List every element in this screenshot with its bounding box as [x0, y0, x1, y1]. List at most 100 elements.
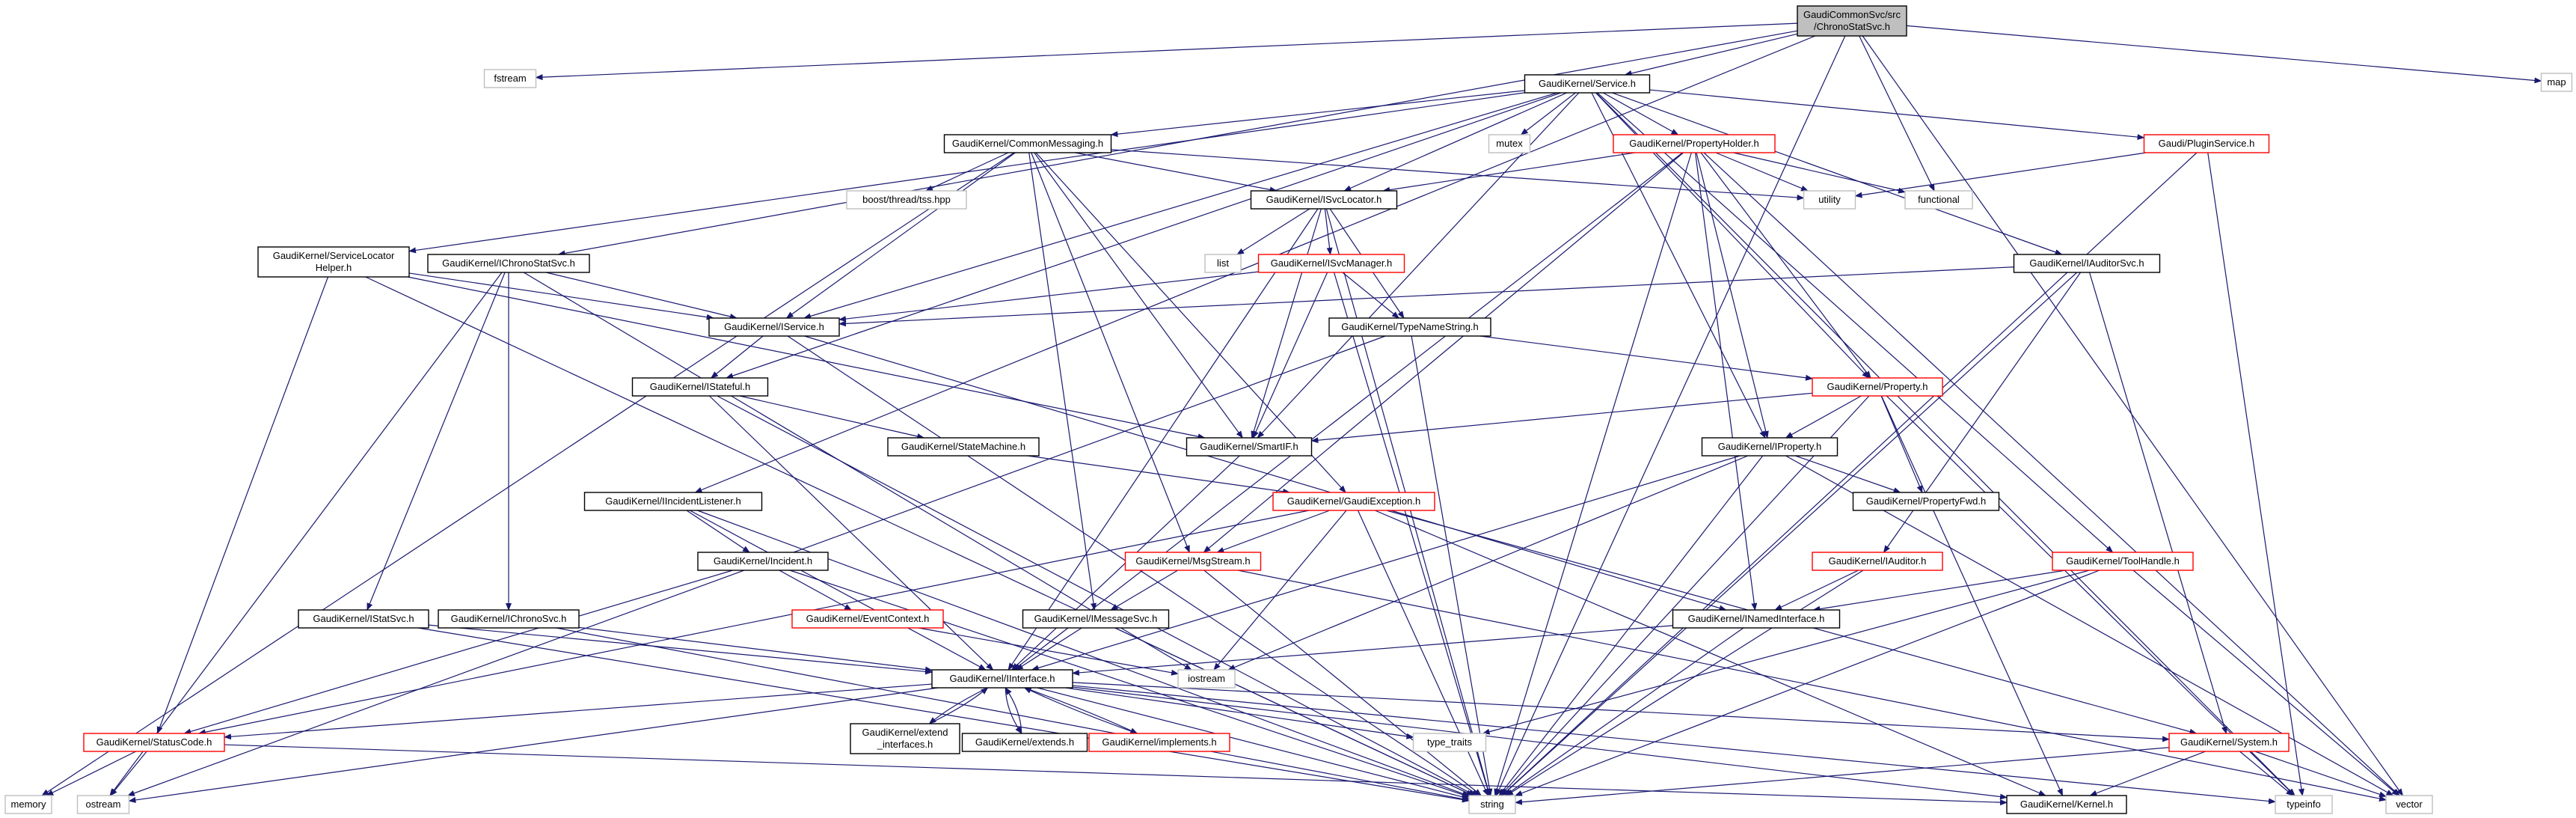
- node-msgstream[interactable]: GaudiKernel/MsgStream.h: [1124, 552, 1262, 571]
- node-statemachine[interactable]: GaudiKernel/StateMachine.h: [887, 437, 1040, 457]
- edge-istatsvc-to-iinterface: [428, 624, 933, 675]
- node-imessagesvc[interactable]: GaudiKernel/IMessageSvc.h: [1022, 609, 1170, 629]
- node-label: map: [2547, 76, 2566, 88]
- edge-isvcmanager-to-iservice: [838, 271, 1259, 323]
- node-iproperty[interactable]: GaudiKernel/IProperty.h: [1701, 437, 1839, 457]
- edge-extends-to-iinterface: [1005, 687, 1022, 734]
- node-box: [76, 795, 130, 814]
- node-box: [298, 609, 429, 629]
- node-smartif[interactable]: GaudiKernel/SmartIF.h: [1186, 437, 1313, 457]
- edge-iproperty-to-iostream: [1227, 455, 1749, 671]
- node-box: [931, 669, 1073, 689]
- node-label: GaudiKernel/EventContext.h: [806, 613, 930, 624]
- node-ichronosvc[interactable]: GaudiKernel/IChronoSvc.h: [438, 609, 580, 629]
- edge-line: [1498, 455, 1764, 796]
- node-implements[interactable]: GaudiKernel/implements.h: [1088, 733, 1230, 752]
- node-propertyfwd[interactable]: GaudiKernel/PropertyFwd.h: [1852, 492, 2000, 511]
- edge-commonmsg-to-boosttss: [925, 152, 1009, 192]
- node-box: [2168, 733, 2290, 752]
- node-box: [2275, 795, 2333, 814]
- node-label: GaudiKernel/Property.h: [1827, 381, 1928, 392]
- node-box: [1812, 552, 1943, 571]
- node-extends[interactable]: GaudiKernel/extends.h: [961, 733, 1088, 752]
- edge-iinterface-to-implements: [1024, 687, 1138, 734]
- node-box: [1022, 609, 1170, 629]
- node-typenamestring[interactable]: GaudiKernel/TypeNameString.h: [1328, 317, 1491, 337]
- node-box: [850, 723, 960, 754]
- node-isvcmanager[interactable]: GaudiKernel/ISvcManager.h: [1257, 254, 1405, 273]
- node-eventcontext[interactable]: GaudiKernel/EventContext.h: [791, 609, 944, 629]
- node-propholder[interactable]: GaudiKernel/PropertyHolder.h: [1613, 134, 1776, 153]
- node-label: GaudiKernel/IProperty.h: [1718, 441, 1822, 452]
- node-label: GaudiKernel/IInterface.h: [950, 673, 1055, 684]
- node-property[interactable]: GaudiKernel/Property.h: [1812, 377, 1943, 397]
- node-string: string: [1468, 795, 1516, 814]
- edge-line: [523, 272, 1192, 671]
- edge-root-to-iincidentlistener: [694, 35, 1816, 493]
- edge-line: [694, 35, 1816, 493]
- edge-statemachine-to-gaudiexception: [1027, 455, 1291, 495]
- node-label: GaudiKernel/INamedInterface.h: [1688, 613, 1825, 624]
- node-commonmsg[interactable]: GaudiKernel/CommonMessaging.h: [943, 134, 1112, 153]
- edge-line: [1886, 395, 2296, 796]
- edge-line: [1504, 627, 1744, 796]
- node-mutex: mutex: [1488, 134, 1531, 153]
- node-box: [427, 254, 590, 273]
- edge-line: [1237, 570, 2387, 802]
- node-toolhandle[interactable]: GaudiKernel/ToolHandle.h: [2052, 552, 2194, 571]
- edge-layer: [41, 22, 2542, 806]
- node-statuscode[interactable]: GaudiKernel/StatusCode.h: [83, 733, 225, 752]
- edge-iinterface-to-statuscode: [224, 683, 933, 740]
- node-root[interactable]: GaudiCommonSvc/src/ChronoStatSvc.h: [1797, 5, 1907, 37]
- node-box: [631, 377, 769, 397]
- node-iincidentlistener[interactable]: GaudiKernel/IIncidentListener.h: [583, 492, 763, 511]
- edge-line: [2239, 751, 2294, 796]
- node-fstream: fstream: [483, 69, 537, 88]
- node-label: GaudiKernel/CommonMessaging.h: [952, 138, 1103, 149]
- node-incident[interactable]: GaudiKernel/Incident.h: [697, 552, 829, 571]
- edge-line: [407, 276, 1206, 440]
- edge-line: [41, 152, 1015, 796]
- edge-line: [183, 570, 733, 735]
- node-box: [887, 437, 1040, 457]
- node-kernel[interactable]: GaudiKernel/Kernel.h: [2006, 795, 2127, 814]
- node-iservice[interactable]: GaudiKernel/IService.h: [708, 317, 840, 337]
- node-functional: functional: [1904, 190, 1973, 210]
- node-label: vector: [2396, 799, 2423, 810]
- edge-root-to-service: [1624, 33, 1798, 76]
- node-gaudiexception[interactable]: GaudiKernel/GaudiException.h: [1272, 492, 1435, 511]
- node-system[interactable]: GaudiKernel/System.h: [2168, 733, 2290, 752]
- node-layer: GaudiCommonSvc/src/ChronoStatSvc.h fstrea…: [4, 5, 2573, 814]
- node-ichronostatsvc[interactable]: GaudiKernel/IChronoStatSvc.h: [427, 254, 590, 273]
- edge-line: [1072, 682, 2170, 742]
- node-service[interactable]: GaudiKernel/Service.h: [1524, 74, 1651, 94]
- edge-line: [717, 395, 1476, 796]
- node-iinterface[interactable]: GaudiKernel/IInterface.h: [931, 669, 1073, 689]
- edge-line: [1501, 152, 2198, 796]
- edge-line: [711, 335, 764, 379]
- edge-line: [367, 272, 506, 611]
- edge-line: [739, 395, 925, 439]
- node-label: GaudiKernel/implements.h: [1102, 736, 1216, 748]
- edge-service-to-typeinfo: [1595, 92, 2296, 796]
- node-pluginsvc[interactable]: Gaudi/PluginService.h: [2143, 134, 2270, 153]
- node-extendinterfaces[interactable]: GaudiKernel/extend_interfaces.h: [850, 723, 960, 754]
- node-label: GaudiKernel/Incident.h: [714, 555, 812, 567]
- node-box: [2052, 552, 2194, 571]
- edge-line: [925, 152, 1009, 192]
- edge-ichronosvc-to-string: [556, 627, 1470, 802]
- edge-iinterface-to-string: [1037, 687, 1470, 800]
- node-iauditor[interactable]: GaudiKernel/IAuditor.h: [1812, 552, 1943, 571]
- node-isvclocator[interactable]: GaudiKernel/ISvcLocator.h: [1250, 190, 1398, 210]
- edge-line: [1494, 152, 1692, 796]
- edge-service-to-propholder: [1603, 92, 1679, 135]
- node-istateful[interactable]: GaudiKernel/IStateful.h: [631, 377, 769, 397]
- node-iauditorsvc[interactable]: GaudiKernel/IAuditorSvc.h: [2013, 254, 2161, 273]
- node-istatsvc[interactable]: GaudiKernel/IStatSvc.h: [298, 609, 429, 629]
- edge-ichronosvc-to-iinterface: [578, 626, 933, 673]
- node-inamedinterface[interactable]: GaudiKernel/INamedInterface.h: [1672, 609, 1841, 629]
- edge-line: [1333, 272, 1491, 796]
- edge-typenamestring-to-property: [1479, 335, 1813, 381]
- edge-statuscode-to-ostream: [110, 751, 147, 796]
